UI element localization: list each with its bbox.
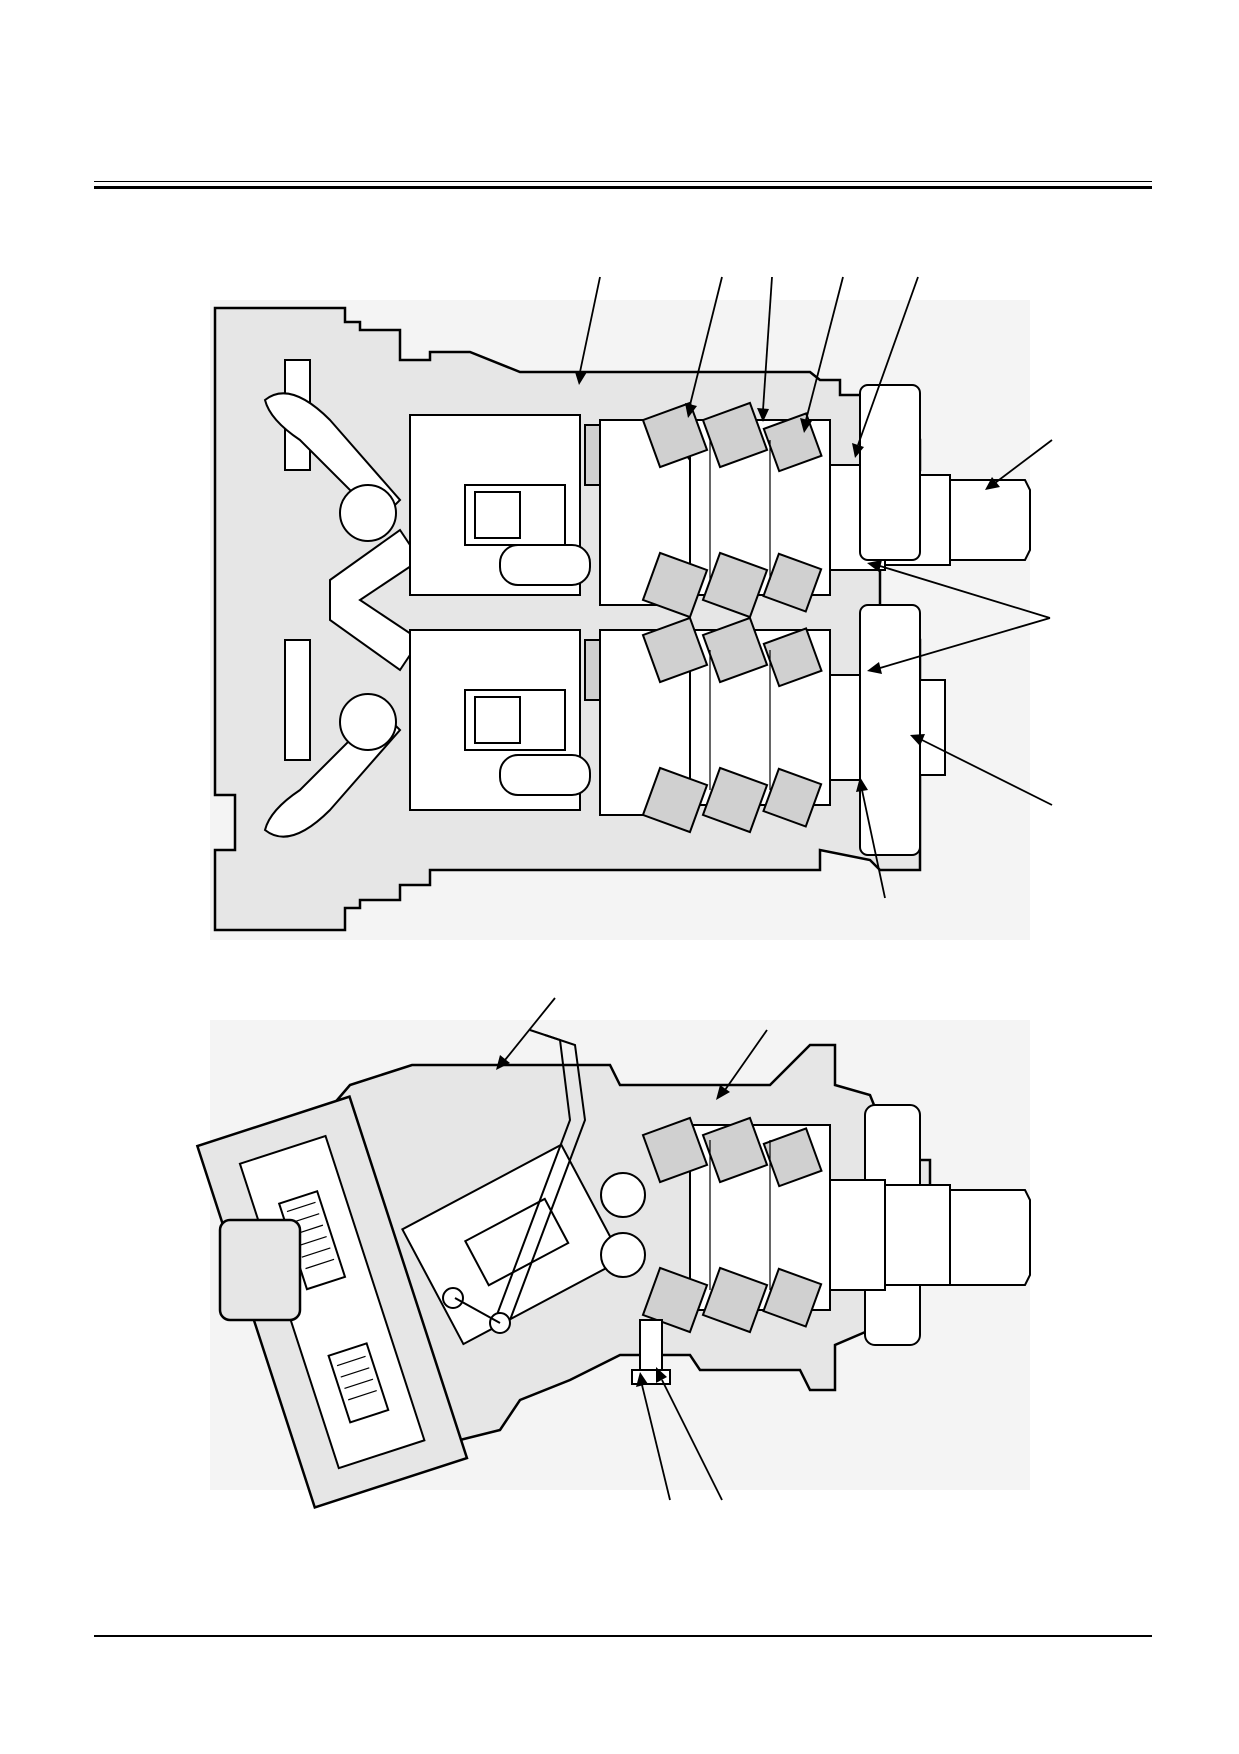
- header-rule-thick: [94, 186, 1152, 189]
- spool-stack: [277, 1189, 390, 1424]
- housing-upper: [213, 306, 922, 932]
- lower-section-view: [195, 997, 1031, 1510]
- header-rule-thin: [94, 181, 1152, 182]
- upper-section-view: [210, 276, 1053, 940]
- footer-rule: [94, 1635, 1152, 1637]
